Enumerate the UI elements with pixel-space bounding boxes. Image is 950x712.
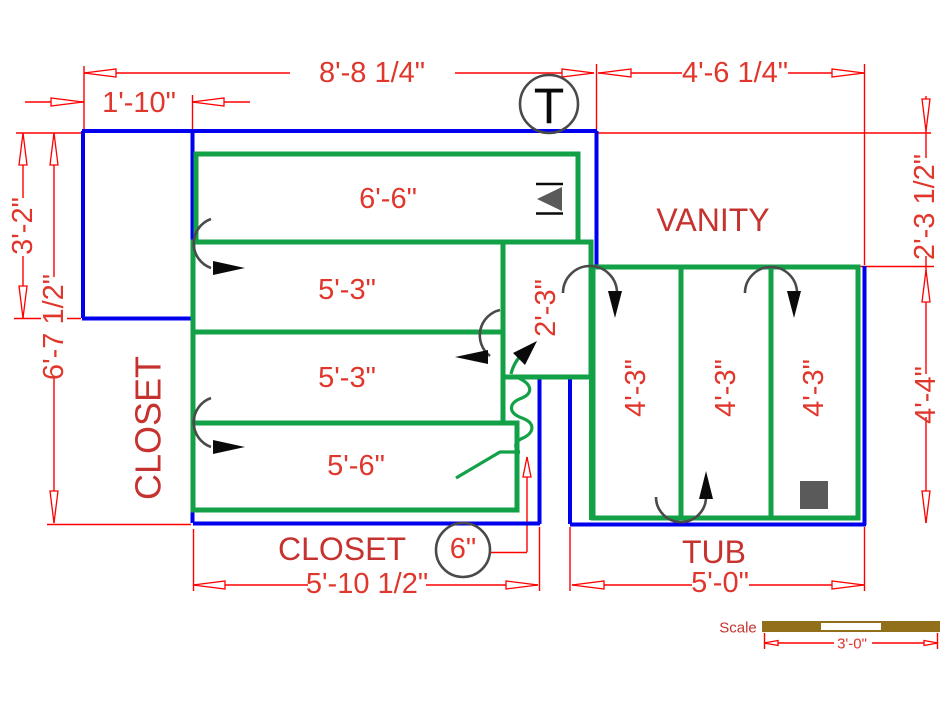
shelf-4-label: 5'-6" <box>327 450 385 482</box>
room-labels: VANITY CLOSET CLOSET TUB T Scale <box>128 78 770 637</box>
door-swing-arc <box>654 496 708 524</box>
dim-alcove-width: 1'-10" <box>102 87 176 119</box>
thermostat-circle <box>518 73 580 135</box>
swing-arrowhead-down-icon <box>608 291 622 318</box>
dim-vanity-depth: 2'-3 1/2" <box>909 154 941 260</box>
triangle-marker-icon <box>536 182 563 215</box>
dim-closet-width: 5'-10 1/2" <box>306 568 428 600</box>
dim-shelf-unit-depth: 2'-3" <box>530 279 562 337</box>
swing-arrowhead-right-icon <box>213 261 245 275</box>
dim-tub-width: 5'-0" <box>691 567 749 599</box>
dim-door-gap: 6" <box>450 533 476 565</box>
dimension-arrowheads <box>18 68 939 647</box>
door-swing-arc <box>561 264 619 294</box>
tub-section-2-label: 4'-3" <box>710 359 742 417</box>
text-masks <box>10 60 940 650</box>
tub-section-1-label: 4'-3" <box>620 359 652 417</box>
dim-scale-length: 3'-0" <box>837 636 867 653</box>
shelf-2-label: 5'-3" <box>318 274 376 306</box>
swing-arrowhead-right-icon <box>213 440 245 454</box>
door-swing-arc <box>743 265 799 294</box>
dimension-texts: 8'-8 1/4" 1'-10" 4'-6 1/4" 3'-2" 6'-7 1/… <box>7 57 942 653</box>
shelf-3-label: 5'-3" <box>318 362 376 394</box>
thermostat-letter: T <box>534 78 565 134</box>
dim-top-right: 4'-6 1/4" <box>682 57 788 89</box>
dim-closet-height: 6'-7 1/2" <box>38 274 70 380</box>
scale-bar <box>762 621 940 632</box>
swing-indicators <box>192 217 801 524</box>
door-gap-callout-circle <box>434 521 492 579</box>
swing-arrowhead-ne-icon <box>513 341 537 365</box>
hose-tail <box>455 450 520 480</box>
tub-label: TUB <box>682 534 746 570</box>
dim-alcove-height: 3'-2" <box>7 197 39 255</box>
vanity-label: VANITY <box>656 202 769 238</box>
closet-left-label: CLOSET <box>128 356 169 500</box>
closet-bottom-label: CLOSET <box>278 531 406 567</box>
tub-section-3-label: 4'-3" <box>798 359 830 417</box>
scale-label: Scale <box>719 620 757 637</box>
dim-top-left: 8'-8 1/4" <box>319 57 425 89</box>
drain-square-icon <box>800 481 828 509</box>
swing-arrowhead-down-icon <box>787 291 801 318</box>
swing-arrowhead-left-icon <box>455 350 488 364</box>
door-swing-arc <box>192 217 212 270</box>
flex-hose-squiggle <box>509 375 534 454</box>
shelving-units <box>190 151 861 521</box>
shelf-1-label: 6'-6" <box>359 183 417 215</box>
swing-arrowhead-up-icon <box>699 471 713 499</box>
shelf-4-outline <box>190 420 520 513</box>
door-gap-leader <box>489 457 528 554</box>
door-swing-arc <box>192 396 212 449</box>
dim-tub-depth: 4'-4" <box>910 366 942 424</box>
